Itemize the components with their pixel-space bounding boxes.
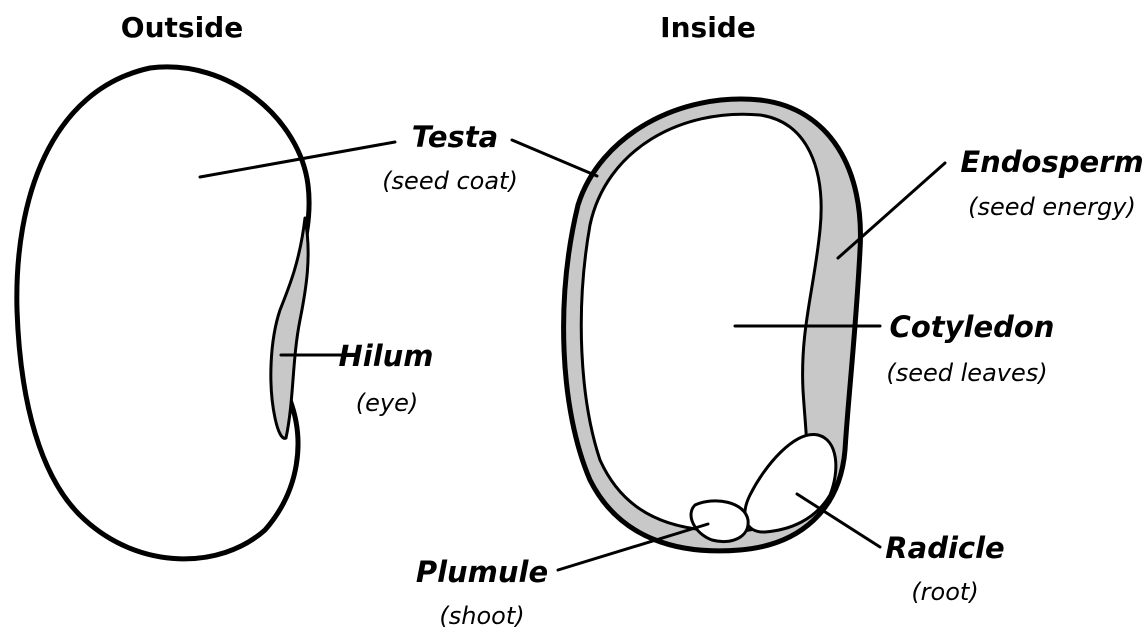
label-endosperm: Endosperm (seed energy) xyxy=(960,145,1143,221)
testa-label: Testa xyxy=(412,120,498,154)
radicle-desc: (root) xyxy=(911,578,978,606)
label-plumule: Plumule (shoot) xyxy=(416,555,548,630)
label-hilum: Hilum (eye) xyxy=(338,339,433,417)
testa-desc: (seed coat) xyxy=(382,167,518,195)
plumule-label: Plumule xyxy=(416,555,548,589)
radicle-label: Radicle xyxy=(885,531,1004,565)
label-radicle: Radicle (root) xyxy=(885,531,1004,606)
outside-seed xyxy=(17,67,309,559)
cotyledon-desc: (seed leaves) xyxy=(886,359,1047,387)
label-cotyledon: Cotyledon (seed leaves) xyxy=(886,310,1054,387)
heading-inside: Inside xyxy=(660,11,756,44)
hilum-desc: (eye) xyxy=(356,389,418,417)
outside-seed-body xyxy=(17,67,309,559)
plumule-desc: (shoot) xyxy=(439,602,524,630)
testa-leader-right xyxy=(512,140,597,176)
hilum-label: Hilum xyxy=(338,339,433,373)
label-testa: Testa (seed coat) xyxy=(382,120,518,195)
heading-outside: Outside xyxy=(121,11,243,44)
endosperm-label: Endosperm xyxy=(960,145,1143,179)
cotyledon-label: Cotyledon xyxy=(890,310,1055,344)
endosperm-desc: (seed energy) xyxy=(968,193,1136,221)
